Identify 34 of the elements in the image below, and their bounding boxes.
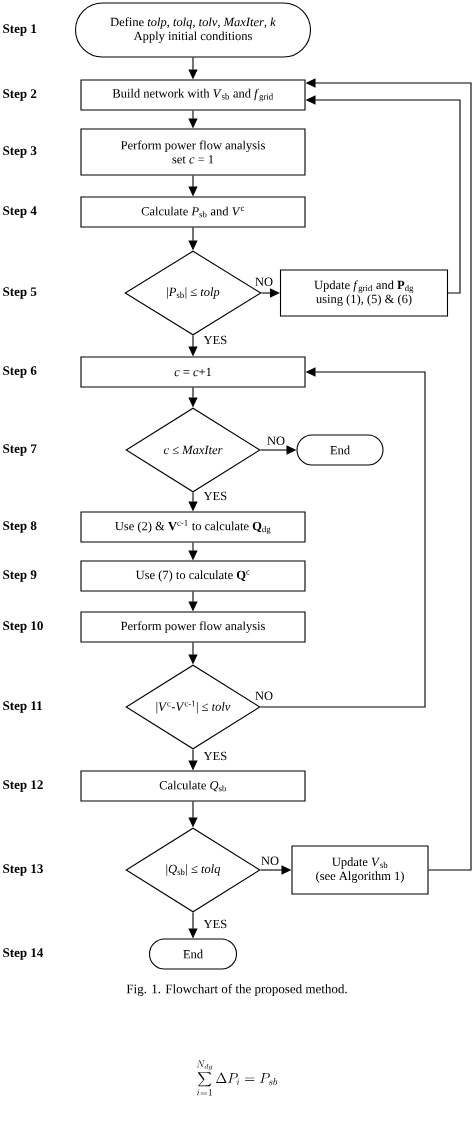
step-label: Step 13 xyxy=(3,864,43,876)
arrow xyxy=(260,367,426,708)
step-label: Step 4 xyxy=(3,206,37,218)
step-label: Step 9 xyxy=(3,570,37,582)
edge-label: YES xyxy=(202,918,229,930)
step-label: Step 6 xyxy=(3,366,37,378)
process-box: Calculate P$_{sb}$ and V$^{c}$ xyxy=(80,196,306,228)
equation: $\sum_{i=1}^{N_{dg}} \Delta P_i = P_{sb}$ xyxy=(196,1060,278,1096)
step-label: Step 7 xyxy=(3,444,37,456)
edge-label: NO xyxy=(266,435,287,446)
step-label: Step 2 xyxy=(3,89,37,101)
edge-label: YES xyxy=(202,334,229,346)
step-label: Step 1 xyxy=(3,24,37,36)
process-box: Perform power flow analysis xyxy=(80,611,306,643)
process-box: Calculate Q$_{sb}$ xyxy=(80,770,306,802)
process-box: Update f$_{grid}$ and P$_{dg}$ using (1), (5) & (6) xyxy=(279,269,449,317)
arrow xyxy=(261,288,280,298)
process-box: Perform power flow analysis set c = 1 xyxy=(80,128,306,176)
step-label: Step 10 xyxy=(3,621,43,633)
process-box: Use (2) & V$^{c-1}$ to calculate Q$_{dg}$ xyxy=(80,511,306,543)
edge-label: YES xyxy=(202,490,229,502)
step-label: Step 5 xyxy=(3,287,37,299)
step-label: Step 11 xyxy=(3,701,42,713)
process-box: Update V$_{sb}$ (see Algorithm 1) xyxy=(291,845,429,895)
process-box: c = c+1 xyxy=(80,356,306,388)
caption: Fig. 1. Flowchart of the proposed method. xyxy=(126,984,347,996)
process-box: Build network with V$_{sb}$ and f$_{grid}$ xyxy=(80,79,306,111)
edge-label: YES xyxy=(202,750,229,762)
step-label: Step 3 xyxy=(3,146,37,158)
step-label: Step 14 xyxy=(3,948,44,960)
step-label: Step 12 xyxy=(3,780,43,792)
process-box: Use (7) to calculate Q$^{c}$ xyxy=(80,560,306,592)
edge-label: NO xyxy=(259,855,281,866)
step-label: Step 8 xyxy=(3,521,37,533)
